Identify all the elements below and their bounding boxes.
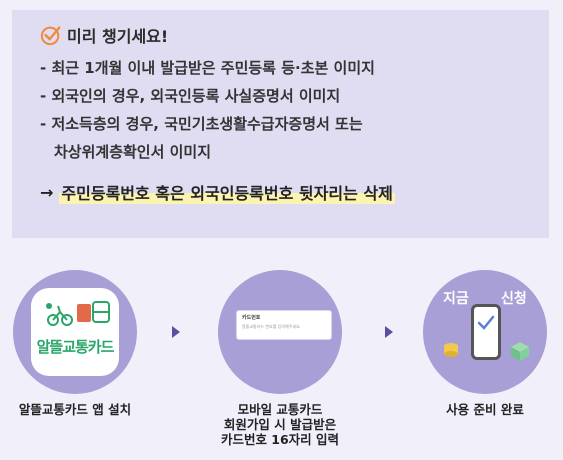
bike-bus-icon — [46, 301, 110, 326]
app-icon: 알뜰교통카드 — [31, 288, 119, 376]
card-number-input-illustration: 카드번호 알뜰교통카드 번호를 입력해주세요. — [236, 310, 332, 340]
step-circle: 알뜰교통카드 — [13, 270, 137, 394]
badge-right-text: 신청 — [501, 291, 527, 307]
checklist-items: - 최근 1개월 이내 발급받은 주민등록 등·초본 이미지 - 외국인의 경우… — [40, 54, 549, 166]
checklist-title-text: 미리 챙기세요! — [67, 27, 169, 46]
deletion-note: → 주민등록번호 혹은 외국인등록번호 뒷자리는 삭제 — [40, 180, 549, 204]
step-label-line: 모바일 교통카드 — [237, 402, 323, 417]
step-circle: 카드번호 알뜰교통카드 번호를 입력해주세요. — [218, 270, 342, 394]
chevron-right-icon — [385, 326, 393, 338]
step-enter-card-number: 카드번호 알뜰교통카드 번호를 입력해주세요. 모바일 교통카드 회원가입 시 … — [205, 270, 355, 447]
step-label: 알뜰교통카드 앱 설치 — [18, 402, 132, 417]
step-ready: 지금 신청 사용 준비 완료 — [410, 270, 560, 417]
badge-left-text: 지금 — [443, 291, 469, 307]
step-label-line: 카드번호 16자리 입력 — [220, 432, 340, 447]
checklist-item: - 외국인의 경우, 외국인등록 사실증명서 이미지 — [40, 87, 341, 105]
step-install-app: 알뜰교통카드 알뜰교통카드 앱 설치 — [0, 270, 150, 417]
app-name: 알뜰교통카드 — [36, 338, 115, 356]
box-icon — [511, 342, 529, 361]
step-label-line: 회원가입 시 발급받은 — [223, 417, 337, 432]
step-label: 사용 준비 완료 — [446, 402, 524, 417]
check-icon — [477, 315, 495, 330]
checklist-item-continuation: 차상위계층확인서 이미지 — [54, 143, 212, 161]
card-number-placeholder: 알뜰교통카드 번호를 입력해주세요. — [242, 324, 302, 329]
checklist-box: 미리 챙기세요! - 최근 1개월 이내 발급받은 주민등록 등·초본 이미지 … — [12, 10, 549, 238]
step-circle: 지금 신청 — [423, 270, 547, 394]
card-number-label: 카드번호 — [242, 315, 261, 321]
phone-icon — [471, 304, 501, 360]
step-label: 모바일 교통카드 회원가입 시 발급받은 카드번호 16자리 입력 — [205, 402, 355, 447]
checklist-title: 미리 챙기세요! — [40, 22, 549, 48]
chevron-right-icon — [172, 326, 180, 338]
coins-icon — [444, 343, 458, 357]
checklist-item: - 최근 1개월 이내 발급받은 주민등록 등·초본 이미지 — [40, 59, 375, 77]
deletion-note-text: 주민등록번호 혹은 외국인등록번호 뒷자리는 삭제 — [59, 180, 395, 204]
check-circle-icon — [40, 26, 61, 46]
right-arrow-icon: → — [40, 182, 54, 202]
checklist-item: - 저소득층의 경우, 국민기초생활수급자증명서 또는 — [40, 115, 363, 133]
steps-row: 알뜰교통카드 알뜰교통카드 앱 설치 카드번호 알뜰교통카드 번호를 입력해주세… — [0, 270, 563, 460]
